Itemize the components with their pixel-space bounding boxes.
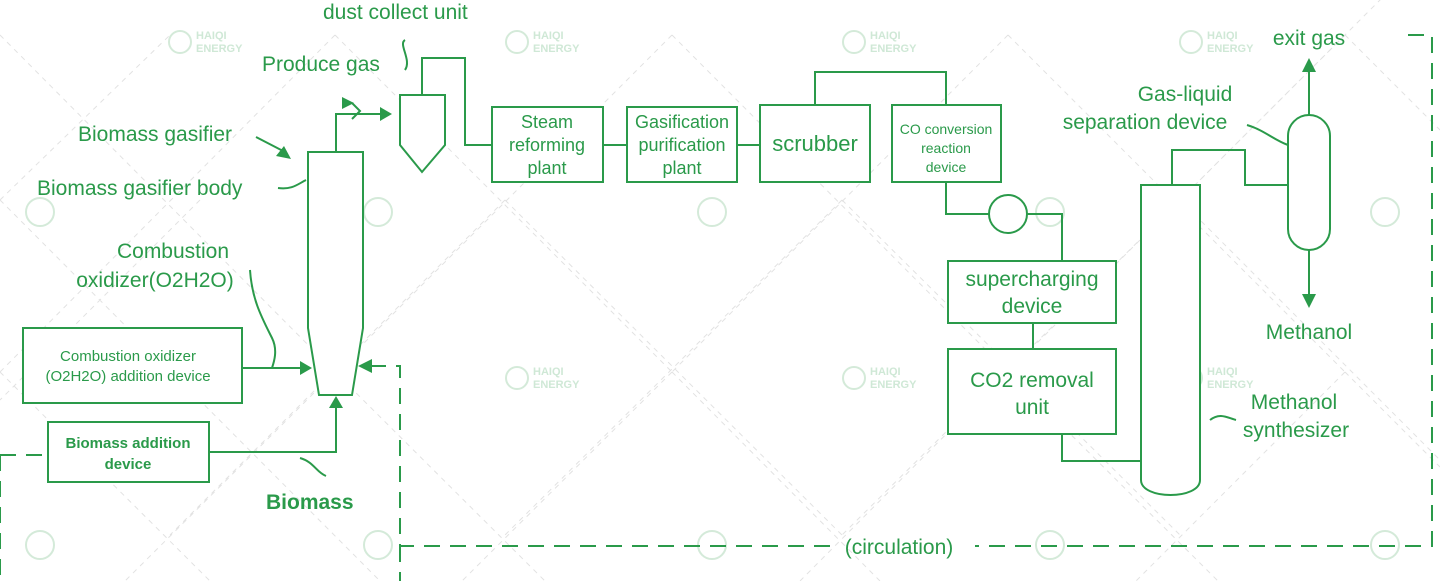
watermark-logo bbox=[697, 197, 727, 227]
box-text: supercharging bbox=[965, 268, 1098, 291]
box-text: device bbox=[926, 159, 967, 175]
svg-text:HAIQI: HAIQI bbox=[533, 30, 564, 42]
box-text: reforming bbox=[509, 135, 585, 155]
box-text: Combustion oxidizer bbox=[60, 348, 196, 365]
box-text: Gasification bbox=[635, 112, 729, 132]
svg-text:HAIQI: HAIQI bbox=[196, 30, 227, 42]
box-text: Biomass addition bbox=[65, 435, 190, 452]
svg-text:HAIQI: HAIQI bbox=[870, 30, 901, 42]
box-text: scrubber bbox=[772, 131, 858, 156]
methanol-synthesizer bbox=[1140, 184, 1201, 496]
watermark-logo: HAIQI ENERGY bbox=[505, 366, 580, 391]
svg-text:ENERGY: ENERGY bbox=[1207, 43, 1254, 55]
unit-box-steam-reforming: Steam reforming plant bbox=[491, 106, 604, 183]
box-text: plant bbox=[662, 158, 701, 178]
label-circulation: (circulation) bbox=[845, 536, 954, 559]
label-exit-gas: exit gas bbox=[1273, 27, 1345, 50]
svg-text:ENERGY: ENERGY bbox=[870, 43, 917, 55]
dust-collect-unit bbox=[399, 94, 446, 174]
arrow-up-icon bbox=[329, 396, 343, 408]
watermark-logo bbox=[1370, 197, 1400, 227]
svg-text:ENERGY: ENERGY bbox=[870, 379, 917, 391]
leader-lines bbox=[249, 39, 1289, 477]
label-produce-gas: Produce gas bbox=[262, 53, 380, 76]
box-text: CO2 removal bbox=[970, 369, 1094, 392]
svg-text:HAIQI: HAIQI bbox=[533, 366, 564, 378]
watermark-logo bbox=[1035, 197, 1065, 227]
label-gas-liquid-separation: separation device bbox=[1063, 111, 1228, 134]
svg-text:ENERGY: ENERGY bbox=[1207, 379, 1254, 391]
svg-text:HAIQI: HAIQI bbox=[1207, 30, 1238, 42]
box-text: plant bbox=[527, 158, 566, 178]
label-methanol-synthesizer: Methanol bbox=[1251, 391, 1337, 414]
arrow-right-icon bbox=[300, 361, 312, 375]
box-text: device bbox=[105, 456, 152, 473]
unit-box-combustion-addition: Combustion oxidizer (O2H2O) addition dev… bbox=[22, 327, 243, 404]
labels: dust collect unit Produce gas Biomass ga… bbox=[37, 1, 1352, 559]
arrow-right-icon bbox=[342, 97, 354, 109]
arrow-down-icon bbox=[1302, 294, 1316, 308]
compressor-icon bbox=[988, 194, 1028, 234]
watermark-logo bbox=[363, 197, 393, 227]
unit-box-gasification-purification: Gasification purification plant bbox=[626, 106, 738, 183]
unit-box-co-conversion: CO conversion reaction device bbox=[891, 104, 1002, 183]
label-methanol-synthesizer: synthesizer bbox=[1243, 419, 1349, 442]
box-text: Steam bbox=[521, 112, 573, 132]
circulation-arrow-icon bbox=[358, 359, 372, 373]
gas-liquid-separation-device bbox=[1287, 114, 1331, 251]
watermark-logo: HAIQI ENERGY bbox=[1179, 30, 1254, 55]
label-combustion-oxidizer: Combustion bbox=[117, 240, 229, 263]
svg-text:HAIQI: HAIQI bbox=[1207, 366, 1238, 378]
label-gas-liquid-separation: Gas-liquid bbox=[1138, 83, 1233, 106]
box-text: (O2H2O) addition device bbox=[45, 368, 210, 385]
label-biomass: Biomass bbox=[266, 491, 354, 514]
box-text: CO conversion bbox=[900, 121, 993, 137]
box-text: reaction bbox=[921, 140, 971, 156]
arrow-diagonal-icon bbox=[276, 146, 291, 159]
watermark-logo bbox=[25, 530, 55, 560]
unit-box-biomass-addition: Biomass addition device bbox=[47, 421, 210, 483]
flow-arrows bbox=[276, 58, 1316, 408]
watermark-logo bbox=[1370, 530, 1400, 560]
box-text: unit bbox=[1015, 396, 1049, 419]
box-text: purification bbox=[638, 135, 725, 155]
process-piping bbox=[209, 57, 1310, 462]
biomass-gasifier-body bbox=[307, 151, 364, 396]
svg-text:ENERGY: ENERGY bbox=[533, 43, 580, 55]
watermark-logo: HAIQI ENERGY bbox=[842, 30, 917, 55]
unit-box-scrubber: scrubber bbox=[759, 104, 871, 183]
arrow-up-icon bbox=[1302, 58, 1316, 72]
label-combustion-oxidizer: oxidizer(O2H2O) bbox=[76, 269, 234, 292]
svg-text:ENERGY: ENERGY bbox=[533, 379, 580, 391]
label-biomass-gasifier: Biomass gasifier bbox=[78, 123, 232, 146]
watermark-logo: HAIQI ENERGY bbox=[842, 366, 917, 391]
label-biomass-gasifier-body: Biomass gasifier body bbox=[37, 177, 243, 200]
arrow-right-icon bbox=[380, 107, 392, 121]
watermark-logo bbox=[1035, 530, 1065, 560]
watermark-logo: HAIQI ENERGY bbox=[505, 30, 580, 55]
label-dust-collect-unit: dust collect unit bbox=[323, 1, 468, 24]
label-methanol: Methanol bbox=[1266, 321, 1352, 344]
unit-box-supercharging: supercharging device bbox=[947, 260, 1117, 324]
box-text: device bbox=[1002, 295, 1063, 318]
watermark-logo: HAIQI ENERGY bbox=[168, 30, 243, 55]
svg-text:ENERGY: ENERGY bbox=[196, 43, 243, 55]
watermark-logo bbox=[363, 530, 393, 560]
watermark-logo bbox=[25, 197, 55, 227]
unit-box-co2-removal: CO2 removal unit bbox=[947, 348, 1117, 435]
svg-text:HAIQI: HAIQI bbox=[870, 366, 901, 378]
